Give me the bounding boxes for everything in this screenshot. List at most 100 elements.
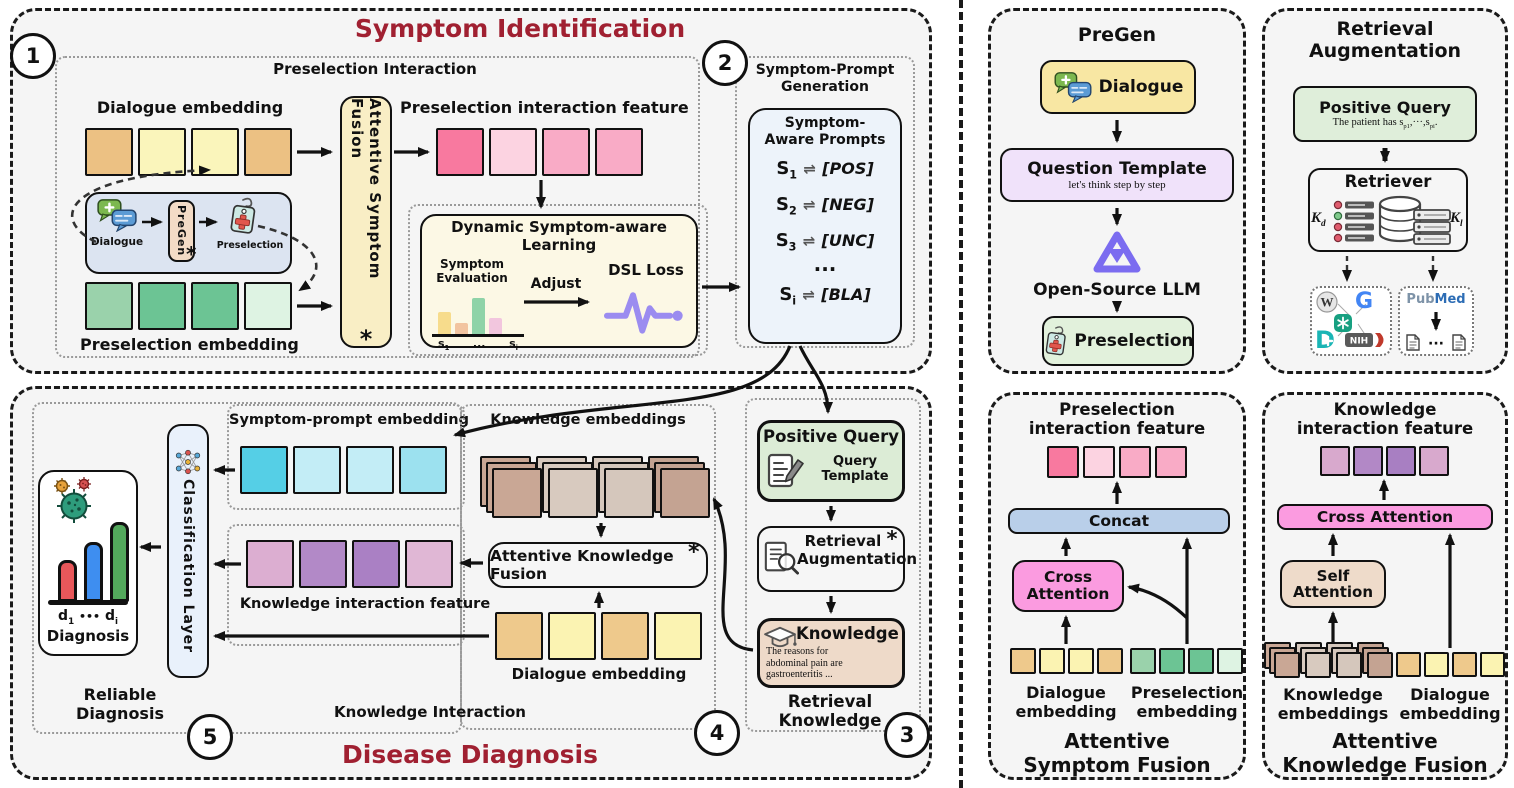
kd-label: Kd — [1311, 210, 1326, 229]
self-attention-box: Self Attention — [1280, 560, 1386, 608]
s1-label: s1 — [438, 337, 450, 353]
bar — [455, 323, 468, 334]
knowledge-feature-label: Knowledge interaction feature — [239, 596, 491, 612]
attentive-knowledge-fusion-label: Attentive Knowledge Fusion — [490, 547, 674, 583]
server-stack-icon — [1412, 208, 1452, 246]
symptom-prompt-embedding-row — [240, 446, 447, 494]
preselection-interaction-label: Preselection Interaction — [200, 60, 550, 79]
asf-feature-line1: Preselection — [1059, 400, 1175, 419]
bar — [57, 560, 77, 602]
retriever-label: Retriever — [1344, 172, 1432, 191]
preselection-feature-row — [436, 128, 643, 176]
symptom-evaluation-bars — [438, 296, 506, 334]
preselection-embedding-row — [85, 282, 292, 330]
embedding-cell — [138, 282, 186, 330]
embedding-cell — [1274, 652, 1300, 678]
embedding-cell — [489, 128, 537, 176]
classification-layer-label: Classification Layer — [180, 478, 196, 654]
embedding-cell — [244, 128, 292, 176]
embedding-cell — [492, 468, 542, 518]
embedding-cell — [191, 128, 239, 176]
embedding-cell — [1424, 652, 1449, 677]
akf-feature-row — [1320, 446, 1449, 476]
diagnosis-d-labels: d1 ••• di — [58, 608, 118, 627]
embedding-cell — [1419, 446, 1449, 476]
embedding-cell — [1396, 652, 1421, 677]
embedding-cell — [495, 612, 543, 660]
retrieval-knowledge-line2: Knowledge — [778, 711, 882, 731]
symptom-identification-title: Symptom Identification — [354, 14, 686, 43]
dialogue-embedding-bottom-label: Dialogue embedding — [511, 665, 687, 683]
google-icon: G — [1355, 289, 1373, 313]
harpoon-icon: ⇌ — [803, 196, 816, 214]
akf-asterisk: * — [688, 540, 700, 565]
knowledge-result-label: Knowledge — [796, 624, 899, 643]
embedding-cell — [1155, 446, 1187, 478]
akf-cross-attention-bar: Cross Attention — [1277, 504, 1493, 530]
retrieved-doc-icon — [1452, 334, 1466, 351]
health-d-icon: D — [1315, 327, 1335, 353]
embedding-cell — [405, 540, 453, 588]
knowledge-feature-row — [246, 540, 453, 588]
embedding-cell — [548, 468, 598, 518]
retrieval-knowledge-label: Retrieval Knowledge — [760, 692, 900, 731]
asf-preselection-row — [1130, 648, 1243, 674]
embedding-cell — [346, 446, 394, 494]
prompt-row-3: S3 ⇌ [UNC] — [775, 230, 875, 254]
dialogue-embedding-bottom-row — [495, 612, 702, 660]
embedding-cell — [1305, 652, 1331, 678]
embedding-cell — [595, 128, 643, 176]
step-1-badge: 1 — [10, 33, 56, 79]
akf-dialogue-row — [1396, 652, 1505, 677]
embedding-cell — [1119, 446, 1151, 478]
symptom-aware-prompts-box — [748, 108, 902, 344]
retrieval-asterisk: * — [886, 527, 898, 551]
attentive-knowledge-fusion-box: Attentive Knowledge Fusion — [488, 542, 708, 588]
embedding-cell — [352, 540, 400, 588]
ra-positive-query-label: Positive Query — [1319, 97, 1451, 117]
step-5-badge: 5 — [187, 714, 233, 760]
query-template-line2: Template — [821, 469, 889, 485]
query-template-label: Query Template — [810, 454, 900, 485]
open-source-llm-icon — [1093, 230, 1141, 274]
embedding-cell — [436, 128, 484, 176]
embedding-cell — [299, 540, 347, 588]
s-dots: ... — [472, 337, 486, 350]
retrieval-title-line1: Retrieval — [1336, 18, 1434, 40]
preselection-tag-icon — [226, 196, 258, 236]
adjust-label: Adjust — [530, 276, 582, 292]
asf-feature-line2: interaction feature — [1028, 419, 1206, 439]
embedding-cell — [604, 468, 654, 518]
query-document-icon — [766, 452, 804, 490]
embedding-cell — [660, 468, 710, 518]
asf-cross-attention-box: Cross Attention — [1012, 560, 1124, 612]
wikipedia-icon: W — [1316, 291, 1338, 313]
bar — [489, 318, 502, 334]
symptom-evaluation-line2: Evaluation — [436, 271, 508, 286]
embedding-cell — [1320, 446, 1350, 476]
prompts-title-line2: Aware Prompts — [764, 131, 886, 148]
reliable-line2: Diagnosis — [76, 703, 164, 723]
embedding-cell — [548, 612, 596, 660]
learnable-asterisk: * — [359, 324, 373, 353]
question-template-label: Question Template — [1027, 159, 1207, 179]
vertical-divider — [959, 0, 963, 788]
knowledge-snippet-text: The reasons for abdominal pain are gastr… — [766, 646, 843, 680]
embedding-cell — [240, 446, 288, 494]
embedding-cell — [1068, 648, 1094, 674]
asf-feature-row — [1047, 446, 1187, 478]
symptom-evaluation-baseline — [432, 334, 524, 337]
dsl-loss-label: DSL Loss — [608, 261, 684, 279]
svg-text:NIH: NIH — [1350, 337, 1368, 347]
symptom-evaluation-line1: Symptom — [439, 257, 505, 271]
pregen-dialogue-box: Dialogue — [1040, 60, 1196, 114]
source-connection-lines — [1337, 303, 1367, 337]
classification-layer-box: Classification Layer — [167, 424, 209, 678]
retrieval-line2: Augmentation — [797, 549, 918, 568]
self-attention-line2: Attention — [1292, 583, 1374, 601]
step-3-badge: 3 — [884, 712, 930, 758]
bar — [438, 312, 451, 334]
embedding-cell — [1083, 446, 1115, 478]
